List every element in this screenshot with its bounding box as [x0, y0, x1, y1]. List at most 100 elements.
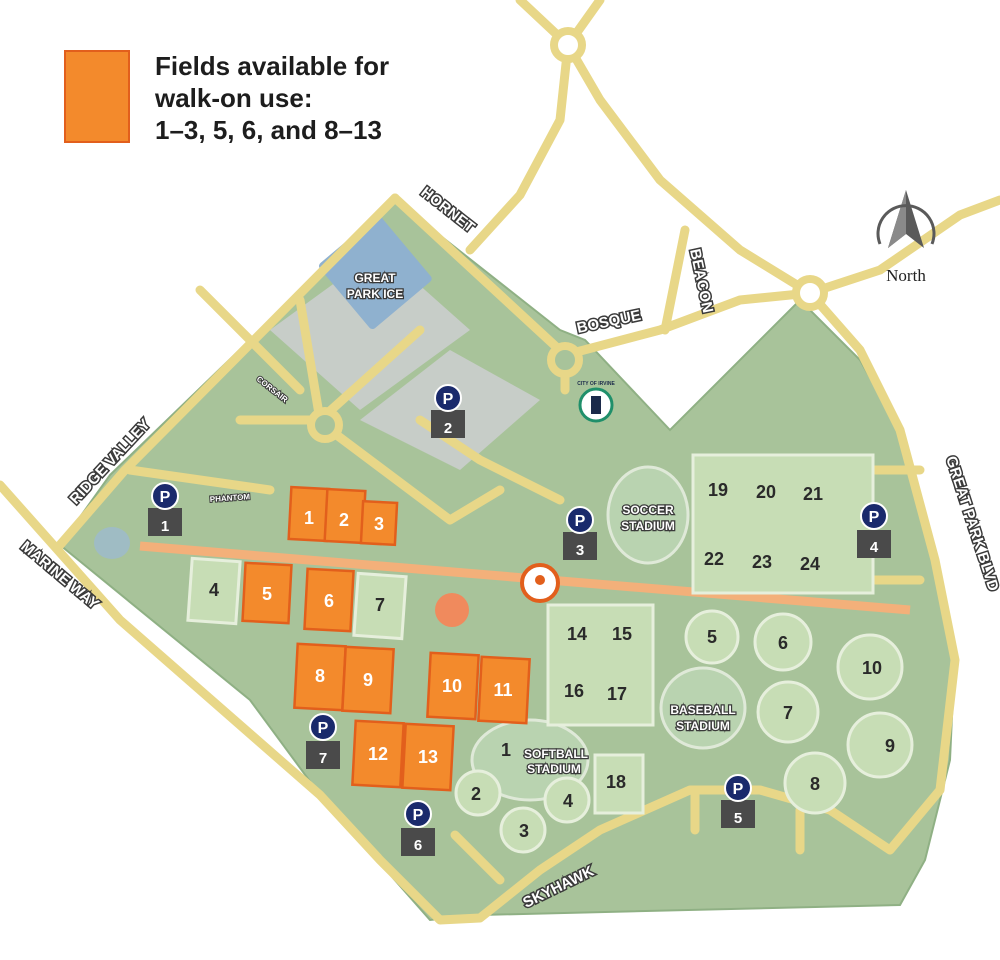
parking-icon [860, 502, 888, 530]
parking-marker-3[interactable]: P 3 [563, 506, 597, 560]
parking-number-box [431, 410, 465, 438]
walkon-field-label: 3 [374, 514, 384, 534]
baseball-field [783, 751, 847, 815]
soccer-field-group [186, 453, 875, 815]
softball-field-label: 3 [519, 821, 529, 841]
softball-field-label: 2 [471, 784, 481, 804]
soccer-field-label: 21 [803, 484, 823, 504]
softball-field-label: 1 [501, 740, 511, 760]
soccer-field-label: 23 [752, 552, 772, 572]
parking-marker-5[interactable]: P 5 [721, 774, 755, 828]
baseball-stadium-label: BASEBALL [670, 703, 735, 717]
roundabout [550, 27, 586, 63]
walkon-field-labels: 1 2 3 5 6 8 9 10 11 12 13 [262, 508, 513, 767]
parking-number: 7 [319, 750, 327, 767]
softball-field [454, 769, 502, 817]
road-label-beacon: BEACON [686, 247, 716, 314]
parking-icon [309, 713, 337, 741]
great-park-ice-label: PARK ICE [347, 287, 403, 301]
north-arrow-icon [876, 190, 936, 248]
parking-symbol: P [318, 720, 329, 737]
parking-symbol: P [160, 489, 171, 506]
baseball-field-label: 10 [862, 658, 882, 678]
soccer-stadium-label: STADIUM [621, 519, 675, 533]
soccer-stadium-area [606, 465, 690, 565]
soccer-field-label: 18 [606, 772, 626, 792]
baseball-field [753, 612, 813, 672]
road-label-bosque: BOSQUE [575, 307, 642, 337]
parking-icon [434, 384, 462, 412]
walkon-field-label: 10 [442, 676, 462, 696]
pond [94, 527, 130, 559]
soccer-field-label: 7 [375, 595, 385, 615]
baseball-field-label: 9 [885, 736, 895, 756]
baseball-field-labels: 5 6 7 8 9 10 [707, 627, 895, 794]
roundabout [547, 342, 583, 378]
parking-marker-2[interactable]: P 2 [431, 384, 465, 438]
walkon-field-label: 8 [315, 666, 325, 686]
baseball-field [846, 711, 914, 779]
parking-icon [404, 800, 432, 828]
soccer-field-label: 4 [209, 580, 219, 600]
baseball-field [684, 609, 740, 665]
walkon-field-label: 13 [418, 747, 438, 767]
city-logo-label: CITY OF IRVINE [577, 381, 615, 387]
walkon-field-group [241, 485, 531, 792]
parking-symbol: P [443, 391, 454, 408]
baseball-field [756, 680, 820, 744]
parking-number-box [563, 532, 597, 560]
soccer-field-label: 15 [612, 624, 632, 644]
baseball-field-label: 5 [707, 627, 717, 647]
softball-stadium-label: STADIUM [527, 762, 581, 776]
roundabout [307, 407, 343, 443]
parking-number: 5 [734, 810, 742, 827]
softball-field [499, 806, 547, 854]
legend-text: Fields available for walk-on use: 1–3, 5… [155, 50, 455, 146]
soccer-field-label: 24 [800, 554, 820, 574]
walkon-field-label: 5 [262, 584, 272, 604]
parking-symbol: P [575, 513, 586, 530]
walkon-field [477, 655, 531, 725]
orange-balloon [435, 593, 469, 627]
legend-line: 1–3, 5, 6, and 8–13 [155, 115, 382, 145]
soccer-field-label: 19 [708, 480, 728, 500]
walkon-field [341, 645, 395, 715]
soccer-field-label: 22 [704, 549, 724, 569]
road-label-great-park-blvd: GREAT PARK BLVD [942, 454, 1000, 593]
walkon-field-label: 9 [363, 670, 373, 690]
baseball-field-label: 6 [778, 633, 788, 653]
walkon-field-label: 1 [304, 508, 314, 528]
info-hub-person-icon [535, 575, 545, 585]
soccer-field [691, 453, 875, 595]
diamond-field-group [454, 609, 914, 854]
parking-marker-4[interactable]: P 4 [857, 502, 891, 558]
parking-number-box [401, 828, 435, 856]
walkon-field-label: 12 [368, 744, 388, 764]
soccer-stadium-label: SOCCER [622, 503, 674, 517]
parking-number: 4 [870, 539, 879, 556]
parking-number-box [148, 508, 182, 536]
legend-walkon-swatch [64, 50, 130, 143]
softball-stadium-label: SOFTBALL [524, 747, 588, 761]
walkon-field-label: 11 [493, 680, 512, 700]
legend-line: walk-on use: [155, 83, 313, 113]
north-label: North [886, 266, 926, 285]
walkon-field [303, 567, 355, 633]
walkon-field-label: 2 [339, 510, 349, 530]
road-network [0, 0, 1000, 925]
parking-number-box [721, 800, 755, 828]
parking-marker-7[interactable]: P 7 [306, 713, 340, 769]
parking-icon [151, 482, 179, 510]
venue-labels: GREAT PARK ICE SOCCER STADIUM BASEBALL S… [346, 270, 737, 778]
parking-number: 1 [161, 518, 169, 535]
parking-marker-6[interactable]: P 6 [401, 800, 435, 856]
baseball-stadium-label: STADIUM [676, 719, 730, 733]
soccer-field [546, 603, 655, 727]
walkon-field [241, 561, 293, 625]
parking-marker-1[interactable]: P 1 [148, 482, 182, 536]
walkon-field [426, 651, 480, 721]
parking-number: 6 [414, 837, 422, 854]
great-park-ice-label: GREAT [354, 271, 396, 285]
walkon-field-label: 6 [324, 591, 334, 611]
